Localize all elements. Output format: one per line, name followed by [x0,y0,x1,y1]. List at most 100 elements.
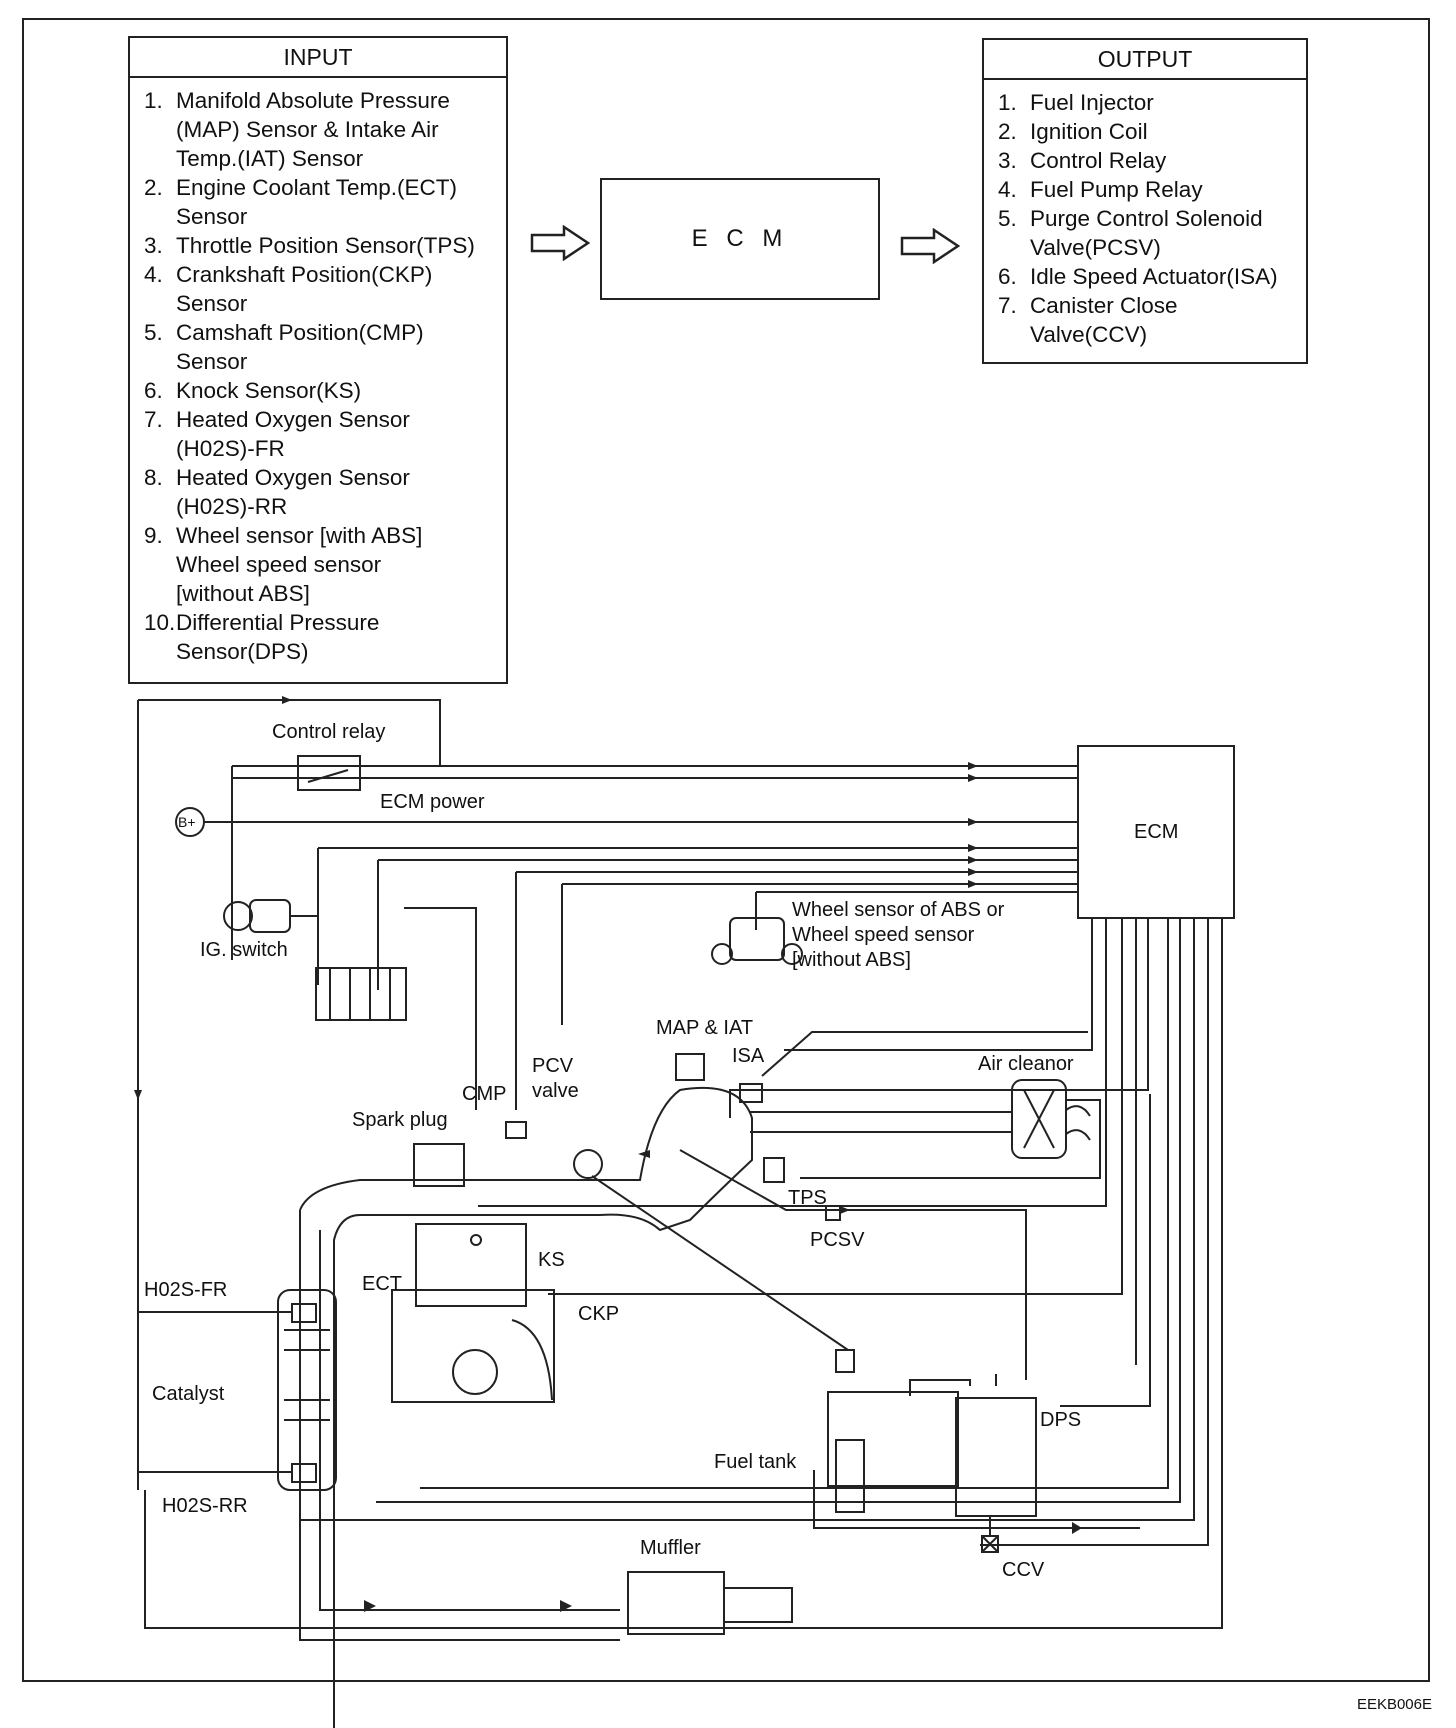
ecm-block: E C M [600,178,880,300]
input-item: 4. Crankshaft Position(CKP) Sensor [144,260,496,318]
output-item-text: Fuel Injector [1030,90,1154,115]
ect-label: ECT [362,1273,402,1295]
output-title: OUTPUT [984,40,1306,80]
input-item-text: Differential Pressure Sensor(DPS) [176,610,380,664]
dps-label: DPS [1040,1409,1082,1431]
cmp-symbol [505,1121,527,1139]
output-item-text: Canister Close Valve(CCV) [1030,293,1178,347]
output-item-number: 4. [998,177,1017,202]
input-arrow [530,225,591,261]
battery-label: B+ [178,814,196,830]
input-item-text: Camshaft Position(CMP) Sensor [176,320,424,374]
input-item-number: 8. [144,465,163,490]
input-item-number: 3. [144,233,163,258]
input-item-number: 1. [144,88,163,113]
output-item-text: Control Relay [1030,148,1167,173]
output-item: 3. Control Relay [998,146,1296,175]
map-iat-label: MAP & IAT [656,1017,754,1039]
input-item-text: Throttle Position Sensor(TPS) [176,233,475,258]
intake-manifold [299,1086,753,1728]
input-item: 5. Camshaft Position(CMP) Sensor [144,318,496,376]
input-item-text: Manifold Absolute Pressure (MAP) Sensor … [176,88,450,171]
input-item-number: 5. [144,320,163,345]
spark-plug-label: Spark plug [352,1109,448,1131]
input-item: 1. Manifold Absolute Pressure (MAP) Senso… [144,86,496,173]
input-item-number: 10. [144,610,176,635]
muffler-label: Muffler [640,1537,701,1559]
control-relay-symbol [297,755,361,791]
input-item-text: Heated Oxygen Sensor (H02S)-FR [176,407,410,461]
input-item-number: 6. [144,378,163,403]
output-item-text: Purge Control Solenoid Valve(PCSV) [1030,206,1263,260]
output-item-number: 6. [998,264,1017,289]
catalyst-label: Catalyst [152,1383,225,1405]
input-item-text: Crankshaft Position(CKP) Sensor [176,262,433,316]
piston-cylinder [415,1223,527,1307]
tps-symbol [763,1157,785,1183]
input-item: 6. Knock Sensor(KS) [144,376,496,405]
wheel-sensor-label: Wheel sensor of ABS or Wheel speed senso… [792,899,1005,971]
h02s-rr-symbol [291,1463,317,1483]
input-box: INPUT 1. Manifold Absolute Pressure (MAP)… [128,36,508,684]
input-item-number: 2. [144,175,163,200]
output-item: 5. Purge Control Solenoid Valve(PCSV) [998,204,1296,262]
ig-switch-symbol [249,899,291,933]
pcv-valve-label: PCV valve [532,1055,579,1102]
output-item-number: 5. [998,206,1017,231]
dps-canister [955,1397,1037,1517]
pcsv-symbol [825,1205,841,1221]
figure-code: EEKB006E [1356,1696,1432,1713]
ecm-unit [1077,745,1235,919]
input-item: 7. Heated Oxygen Sensor (H02S)-FR [144,405,496,463]
output-item: 1.Fuel Injector [998,88,1296,117]
outer-frame [22,18,1430,1682]
fuel-tank-symbol [827,1391,959,1487]
output-item: 2.Ignition Coil [998,117,1296,146]
output-item-text: Idle Speed Actuator(ISA) [1030,264,1278,289]
spark-plug-box [413,1143,465,1187]
ckp-label: CKP [578,1303,620,1325]
output-item: 4. Fuel Pump Relay [998,175,1296,204]
pcsv-label: PCSV [810,1229,865,1251]
h02s-fr-label: H02S-FR [144,1279,228,1301]
map-iat-symbol [675,1053,705,1081]
output-item-text: Fuel Pump Relay [1030,177,1203,202]
tps-label: TPS [788,1187,827,1209]
h02s-fr-symbol [291,1303,317,1323]
cmp-label: CMP [462,1083,507,1105]
input-item-text: Knock Sensor(KS) [176,378,362,403]
ccv-label: CCV [1002,1559,1045,1581]
ecm-unit-label: ECM [1134,821,1179,843]
input-item-text: Wheel sensor [with ABS] Wheel speed sens… [176,523,423,606]
ks-label: KS [538,1249,565,1271]
control-relay-label: Control relay [272,721,386,743]
output-item-number: 2. [998,119,1017,144]
catalyst-body [277,1289,337,1491]
air-cleaner-label: Air cleanor [978,1053,1074,1075]
h02s-rr-label: H02S-RR [162,1495,248,1517]
input-title: INPUT [130,38,506,78]
input-item: 9.Wheel sensor [with ABS] Wheel speed se… [144,521,496,608]
fuse-block [315,967,407,1021]
ig-switch-label: IG. switch [200,939,288,961]
input-item-text: Engine Coolant Temp.(ECT) Sensor [176,175,457,229]
output-item-number: 7. [998,293,1017,318]
input-item-number: 7. [144,407,163,432]
input-item: 3. Throttle Position Sensor(TPS) [144,231,496,260]
muffler-symbol [627,1571,725,1635]
isa-symbol [739,1083,763,1103]
input-item: 8. Heated Oxygen Sensor (H02S)-RR [144,463,496,521]
output-item: 6. Idle Speed Actuator(ISA) [998,262,1296,291]
crank-wheel [511,1319,553,1401]
input-item-text: Heated Oxygen Sensor (H02S)-RR [176,465,410,519]
output-arrow [900,228,961,264]
fuel-tank-label: Fuel tank [714,1451,797,1473]
input-item-number: 4. [144,262,163,287]
input-list: 1. Manifold Absolute Pressure (MAP) Senso… [130,78,506,674]
output-item-number: 3. [998,148,1017,173]
isa-label: ISA [732,1045,765,1067]
input-item: 2. Engine Coolant Temp.(ECT) Sensor [144,173,496,231]
